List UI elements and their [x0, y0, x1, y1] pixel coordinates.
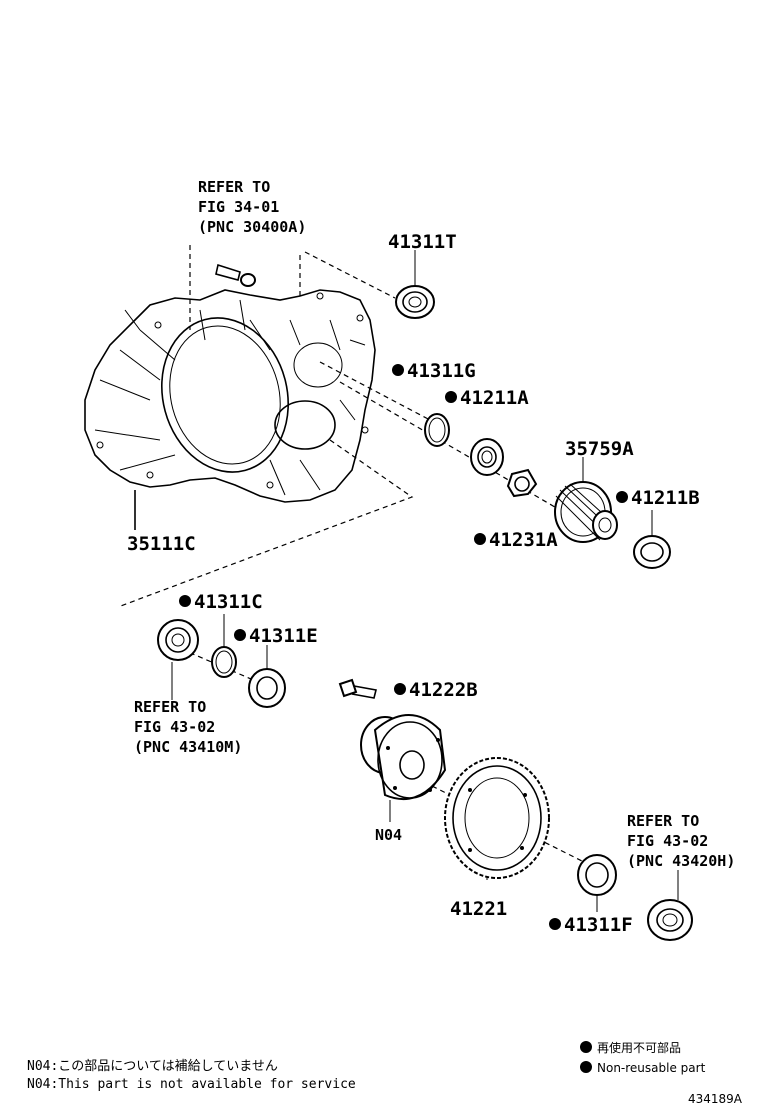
- housing-bolt[interactable]: [215, 263, 256, 287]
- svg-text:(PNC 30400A): (PNC 30400A): [198, 218, 306, 236]
- non-reusable-marker: [445, 391, 457, 403]
- label-41311C[interactable]: 41311C: [194, 591, 263, 613]
- ref-right: REFER TO FIG 43-02 (PNC 43420H): [627, 812, 735, 870]
- svg-text:(PNC 43410M): (PNC 43410M): [134, 738, 242, 756]
- label-41311E[interactable]: 41311E: [249, 625, 318, 647]
- label-35759A[interactable]: 35759A: [565, 438, 634, 460]
- non-reusable-marker: [234, 629, 246, 641]
- part-41311C-ring[interactable]: [211, 614, 237, 678]
- legend-en: Non-reusable part: [597, 1061, 706, 1075]
- non-reusable-marker: [549, 918, 561, 930]
- label-41222B[interactable]: 41222B: [409, 679, 478, 701]
- legend-jp: 再使用不可部品: [597, 1040, 681, 1055]
- non-reusable-marker: [179, 595, 191, 607]
- label-41221[interactable]: 41221: [450, 898, 507, 920]
- ref-left: REFER TO FIG 43-02 (PNC 43410M): [134, 698, 242, 756]
- svg-text:REFER TO: REFER TO: [198, 178, 270, 196]
- part-41211B-bearing[interactable]: [633, 510, 671, 569]
- label-35111C[interactable]: 35111C: [127, 533, 196, 555]
- svg-text:FIG 34-01: FIG 34-01: [198, 198, 279, 216]
- label-41311T[interactable]: 41311T: [388, 231, 457, 253]
- transaxle-housing[interactable]: [84, 289, 376, 530]
- figure-id: 434189A: [688, 1092, 743, 1106]
- part-41311T-seal[interactable]: [395, 285, 435, 319]
- svg-text:REFER TO: REFER TO: [134, 698, 206, 716]
- svg-text:FIG 43-02: FIG 43-02: [627, 832, 708, 850]
- label-41311F[interactable]: 41311F: [564, 914, 633, 936]
- non-reusable-marker: [394, 683, 406, 695]
- part-41221-ring-gear[interactable]: [444, 757, 550, 879]
- part-41231A-nut[interactable]: [506, 468, 538, 498]
- ref-top: REFER TO FIG 34-01 (PNC 30400A): [198, 178, 306, 236]
- legend-marker-en: [580, 1061, 592, 1073]
- label-41231A[interactable]: 41231A: [489, 529, 558, 551]
- svg-text:FIG 43-02: FIG 43-02: [134, 718, 215, 736]
- part-N04-differential-case[interactable]: [360, 714, 447, 800]
- part-35759A-gear[interactable]: [554, 481, 618, 543]
- label-41311G[interactable]: 41311G: [407, 360, 476, 382]
- svg-text:REFER TO: REFER TO: [627, 812, 699, 830]
- non-reusable-marker: [616, 491, 628, 503]
- non-reusable-marker: [392, 364, 404, 376]
- part-41311F-seal[interactable]: [577, 854, 617, 912]
- legend-marker-jp: [580, 1041, 592, 1053]
- note-en: N04:This part is not available for servi…: [27, 1077, 356, 1092]
- left-bearing-ref-43410M[interactable]: [157, 619, 199, 661]
- label-41211A[interactable]: 41211A: [460, 387, 529, 409]
- part-41311E-seal[interactable]: [248, 645, 286, 708]
- label-41211B[interactable]: 41211B: [631, 487, 700, 509]
- label-N04[interactable]: N04: [375, 826, 402, 844]
- non-reusable-marker: [474, 533, 486, 545]
- part-41311G-ring[interactable]: [424, 413, 450, 447]
- part-41222B-bolt[interactable]: [338, 678, 377, 699]
- right-bearing-ref-43420H[interactable]: [647, 899, 693, 941]
- part-41211A-bearing[interactable]: [470, 438, 504, 476]
- svg-text:(PNC 43420H): (PNC 43420H): [627, 852, 735, 870]
- note-jp: N04:この部品については補給していません: [27, 1059, 278, 1074]
